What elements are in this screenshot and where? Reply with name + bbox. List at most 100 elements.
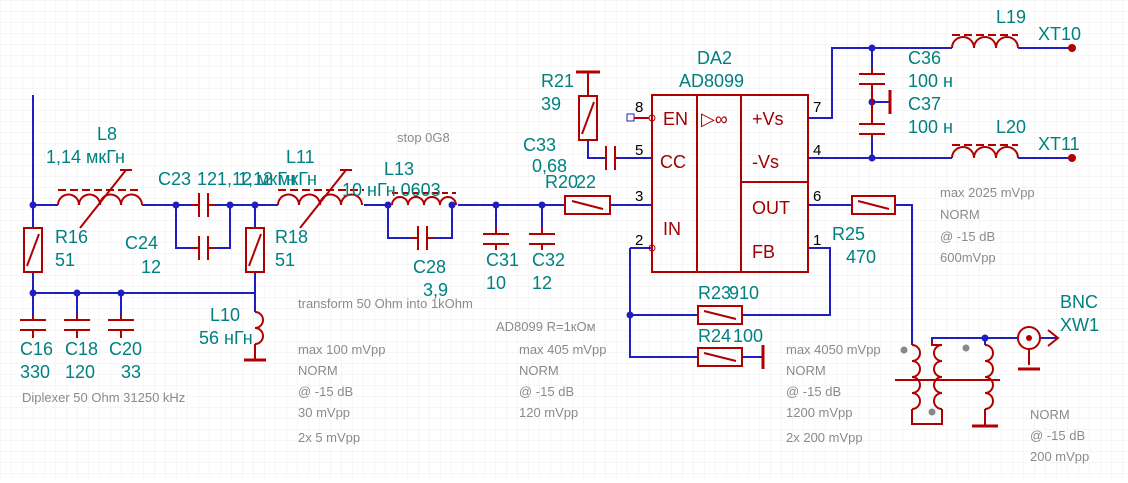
da2-ic[interactable] (626, 94, 809, 273)
c31-capacitor[interactable] (483, 228, 509, 250)
junctions (29, 44, 989, 342)
note-diplexer: Diplexer 50 Ohm 31250 kHz (22, 390, 185, 405)
note-b2-2: @ -15 dB (519, 384, 574, 399)
l13-inductor[interactable] (391, 192, 457, 206)
xt11-ref: XT11 (1038, 134, 1080, 154)
c16-ref: C16 (20, 339, 53, 359)
l20-inductor[interactable] (951, 144, 1019, 159)
note-ad-r: AD8099 R=1кОм (496, 319, 596, 334)
balun-transformer[interactable] (895, 342, 1000, 428)
r24-ref: R24 (698, 326, 731, 346)
note-b3-4: 2x 200 mVpp (786, 430, 863, 445)
c24-ref: C24 (125, 233, 158, 253)
component-labels: L8 1,14 мкГн C23 121,12 мкГн L11 1,12 мк… (20, 7, 1099, 382)
c32-ref: C32 (532, 250, 565, 270)
c37-ref: C37 (908, 94, 941, 114)
pin-en-label: EN (663, 109, 688, 129)
note-b4-0: max 2025 mVpp (940, 185, 1035, 200)
l13-ref: L13 (384, 159, 414, 179)
bnc-ref: BNC (1060, 292, 1098, 312)
note-b2-1: NORM (519, 363, 559, 378)
r20-value: 22 (576, 172, 596, 192)
c32-capacitor[interactable] (529, 228, 555, 250)
r16-ref: R16 (55, 227, 88, 247)
c36-value: 100 н (908, 71, 953, 91)
note-b1-4: 2x 5 mVpp (298, 430, 360, 445)
r25-resistor[interactable] (851, 195, 896, 215)
l20-ref: L20 (996, 117, 1026, 137)
c31-value: 10 (486, 273, 506, 293)
c23-capacitor[interactable] (192, 193, 215, 217)
note-transform: transform 50 Ohm into 1kOhm (298, 296, 473, 311)
pin-vs-minus-label: -Vs (752, 152, 779, 172)
r21-value: 39 (541, 94, 561, 114)
c20-ref: C20 (109, 339, 142, 359)
l8-inductor[interactable] (57, 169, 143, 229)
r20-ref: R20 (545, 172, 578, 192)
note-b4-1: NORM (940, 207, 980, 222)
c23-value: 121,12 мкГн (197, 169, 296, 189)
r25-value: 470 (846, 247, 876, 267)
pin-num-4: 4 (813, 142, 821, 159)
c33-capacitor[interactable] (605, 146, 618, 170)
c36-capacitor[interactable] (859, 68, 885, 102)
xt10-terminal[interactable] (1068, 44, 1076, 52)
c28-ref: C28 (413, 257, 446, 277)
c37-capacitor[interactable] (859, 90, 892, 138)
c18-value: 120 (65, 362, 95, 382)
r18-resistor[interactable] (245, 227, 265, 273)
buffer-icon: ▷∞ (701, 109, 728, 129)
l8-value: 1,14 мкГн (46, 147, 125, 167)
c24-capacitor[interactable] (192, 236, 215, 260)
c23-ref: C23 (158, 169, 191, 189)
r18-value: 51 (275, 250, 295, 270)
l19-ref: L19 (996, 7, 1026, 27)
pin-cc-label: CC (660, 152, 686, 172)
c20-value: 33 (121, 362, 141, 382)
l19-inductor[interactable] (951, 34, 1019, 49)
ic-pin-labels: EN CC IN +Vs -Vs OUT FB ▷∞ 8 5 3 2 7 4 6… (635, 99, 821, 262)
c36-ref: C36 (908, 48, 941, 68)
c16-capacitor[interactable] (20, 315, 46, 338)
r18-ref: R18 (275, 227, 308, 247)
note-b1-0: max 100 mVpp (298, 342, 385, 357)
note-b2-3: 120 mVpp (519, 405, 578, 420)
note-b3-3: 1200 mVpp (786, 405, 853, 420)
r25-ref: R25 (832, 224, 865, 244)
note-stop: stop 0G8 (397, 130, 450, 145)
r23-resistor[interactable] (697, 305, 743, 325)
xt10-ref: XT10 (1038, 24, 1081, 44)
c28-capacitor[interactable] (412, 226, 434, 250)
l13-value: 10 нГн 0603 (342, 180, 441, 200)
note-b1-2: @ -15 dB (298, 384, 353, 399)
c33-value: 0,68 (532, 156, 567, 176)
r24-resistor[interactable] (697, 345, 765, 369)
note-b1-1: NORM (298, 363, 338, 378)
l11-inductor[interactable] (277, 169, 364, 229)
wires (32, 47, 1072, 358)
xt11-terminal[interactable] (1068, 154, 1076, 162)
l10-inductor[interactable] (244, 311, 266, 362)
bnc-connector[interactable] (1017, 326, 1060, 371)
r23-ref: R23 (698, 283, 731, 303)
pin-out-label: OUT (752, 198, 790, 218)
pin-num-1: 1 (813, 232, 821, 249)
r16-resistor[interactable] (23, 227, 43, 273)
c18-capacitor[interactable] (64, 315, 90, 338)
c33-ref: C33 (523, 135, 556, 155)
bnc-value: XW1 (1060, 315, 1099, 335)
note-b5-1: @ -15 dB (1030, 428, 1085, 443)
r21-resistor[interactable] (576, 70, 600, 141)
note-b5-2: 200 mVpp (1030, 449, 1089, 464)
l8-ref: L8 (97, 124, 117, 144)
r20-resistor[interactable] (564, 195, 611, 215)
c20-capacitor[interactable] (108, 315, 134, 338)
pin-num-7: 7 (813, 99, 821, 116)
pin-in-label: IN (663, 219, 681, 239)
note-b4-2: @ -15 dB (940, 229, 995, 244)
note-b5-0: NORM (1030, 407, 1070, 422)
c28-value: 3,9 (423, 280, 448, 300)
